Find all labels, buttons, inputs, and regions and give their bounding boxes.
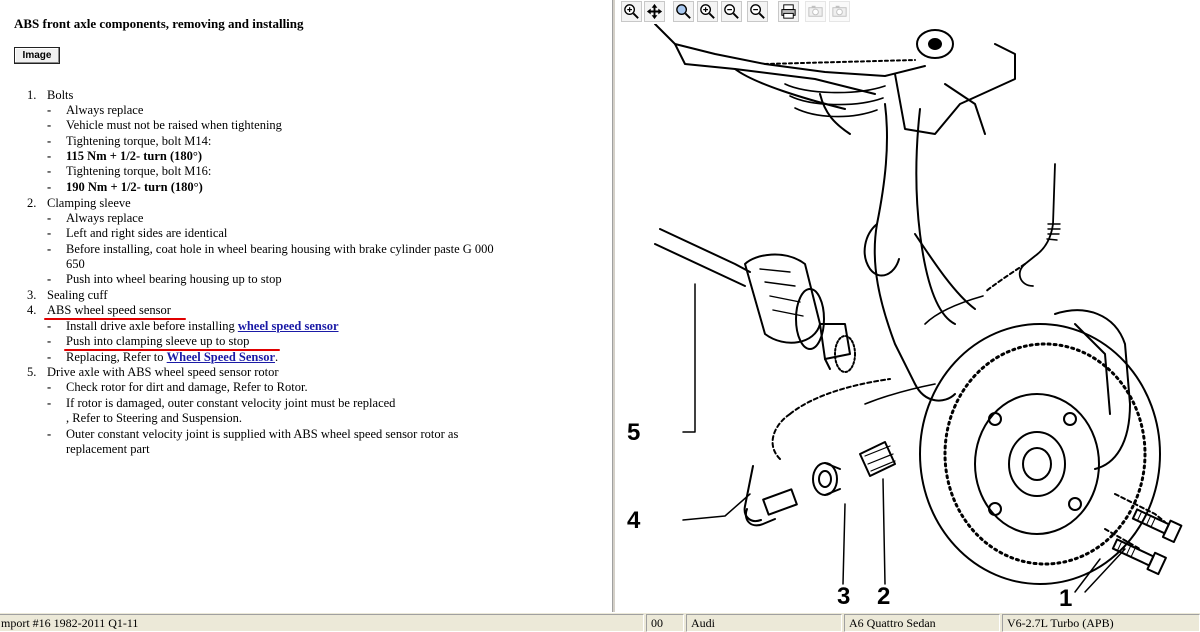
status-bar: mport #16 1982-2011 Q1-11 00 Audi A6 Qua… xyxy=(0,612,1200,632)
viewer-toolbar xyxy=(615,0,1200,24)
zoom-out-icon[interactable] xyxy=(721,1,742,22)
callout-3: 3 xyxy=(837,583,850,610)
image-button[interactable]: Image xyxy=(14,47,60,64)
zoom-in-icon[interactable] xyxy=(621,1,642,22)
item-number: 1. xyxy=(27,88,37,102)
pane-splitter[interactable] xyxy=(612,0,615,612)
page-title: ABS front axle components, removing and … xyxy=(14,16,304,31)
red-underline-annotation xyxy=(64,349,280,351)
callout-2: 2 xyxy=(877,583,890,610)
status-catalog: mport #16 1982-2011 Q1-11 xyxy=(0,614,644,632)
status-code: 00 xyxy=(646,614,684,632)
wheel-speed-sensor-link[interactable]: wheel speed sensor xyxy=(237,319,339,333)
status-engine: V6-2.7L Turbo (APB) xyxy=(1002,614,1200,632)
wheel-speed-sensor-ref-link[interactable]: Wheel Speed Sensor xyxy=(166,350,276,364)
status-make: Audi xyxy=(686,614,842,632)
exploded-view-diagram: 5 4 3 2 1 xyxy=(627,24,1183,612)
print-icon[interactable] xyxy=(778,1,799,22)
callout-5: 5 xyxy=(627,419,640,446)
copy-icon[interactable] xyxy=(805,1,826,22)
red-underline-annotation xyxy=(44,318,186,320)
item-title: Bolts xyxy=(47,88,74,102)
zoom-fit-icon[interactable] xyxy=(673,1,694,22)
callout-1: 1 xyxy=(1059,585,1072,612)
paste-icon[interactable] xyxy=(829,1,850,22)
zoom-minus-icon[interactable] xyxy=(747,1,768,22)
zoom-in-plus-icon[interactable] xyxy=(697,1,718,22)
pan-icon[interactable] xyxy=(644,1,665,22)
procedure-text-pane: ABS front axle components, removing and … xyxy=(0,0,612,612)
image-viewer-pane: 5 4 3 2 1 xyxy=(615,0,1200,612)
callout-4: 4 xyxy=(627,507,641,534)
status-model: A6 Quattro Sedan xyxy=(844,614,1000,632)
